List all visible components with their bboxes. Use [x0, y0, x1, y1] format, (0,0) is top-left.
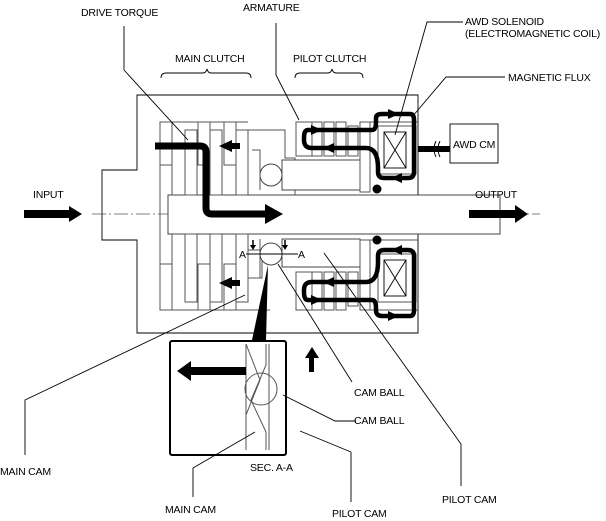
cam-ball-upper: [259, 163, 283, 187]
main-clutch-label: MAIN CLUTCH: [175, 53, 245, 65]
main-clutch-lower: [159, 233, 270, 311]
output-arrow: [469, 205, 528, 223]
main-cam-left-label: MAIN CAM: [0, 466, 51, 478]
magnetic-flux-upper: [301, 109, 417, 183]
section-caption: SEC. A-A: [250, 462, 293, 474]
main-clutch-brace: [160, 68, 252, 79]
drive-torque-arrow: [155, 142, 283, 224]
output-label: OUTPUT: [475, 189, 518, 201]
flux-arrow-icon: [323, 143, 334, 153]
main-cam-motion-arrow: [186, 367, 246, 375]
pilot-cam-upper: [281, 159, 361, 191]
section-arrow-icon: [282, 245, 288, 250]
pilot-cam-lower: [281, 238, 361, 268]
pilot-cam-motion-arrow-icon: [305, 347, 319, 358]
cam-ball-upper-leader: [277, 263, 353, 383]
magnetic-flux-leader: [411, 76, 505, 118]
flux-arrow-icon: [311, 125, 322, 135]
main-cam-left-leader: [24, 294, 246, 455]
drive-torque-label: DRIVE TORQUE: [81, 7, 158, 19]
section-callout-wedge: [252, 265, 268, 340]
pilot-cam-right-label: PILOT CAM: [442, 494, 497, 506]
awd-cm-box: [449, 123, 499, 164]
thrust-arrow-lower-icon: [219, 277, 232, 289]
pilot-clutch-label: PILOT CLUTCH: [293, 53, 366, 65]
cam-ball-lower-label: CAM BALL: [354, 415, 405, 427]
flux-arrow-icon: [311, 295, 322, 305]
seal-dot-lower: [372, 235, 382, 245]
pilot-clutch-brace: [294, 68, 364, 79]
flux-arrow-icon: [388, 109, 399, 119]
section-marker-right: A: [298, 249, 305, 261]
cam-ball-lower-leader: [282, 394, 356, 422]
flux-arrow-icon: [388, 311, 399, 321]
input-arrow: [24, 206, 82, 222]
awd-solenoid-label-line2: (ELECTROMAGNETIC COIL): [465, 28, 600, 40]
main-cam-bottom-leader: [192, 431, 256, 497]
section-marker-left: A: [239, 249, 246, 261]
harness: [418, 146, 442, 152]
housing: [101, 94, 419, 334]
pilot-cam-motion-arrow: [309, 358, 314, 372]
pilot-cam-right-leader: [323, 252, 462, 486]
section-arrow-icon: [250, 245, 256, 250]
awd-cm-label: AWD CM: [453, 139, 495, 151]
pilot-cam-bottom-leader: [299, 430, 352, 502]
solenoid-lower: [377, 253, 417, 303]
break-symbol-icon: [433, 140, 441, 158]
flux-arrow-icon: [323, 277, 334, 287]
magnetic-flux-lower: [301, 245, 417, 321]
magnetic-flux-label: MAGNETIC FLUX: [508, 72, 591, 84]
main-cam-motion-arrow-icon: [177, 361, 191, 381]
flux-arrow-icon: [391, 173, 402, 183]
thrust-arrow-upper-icon: [219, 140, 232, 152]
coil-upper-icon: [383, 131, 407, 169]
input-label: INPUT: [33, 189, 64, 201]
armature-label: ARMATURE: [243, 2, 300, 14]
seal-dot-upper: [372, 184, 382, 194]
drive-torque-leader: [123, 26, 189, 141]
awd-solenoid-label-line1: AWD SOLENOID: [465, 16, 545, 28]
armature-leader: [275, 23, 300, 121]
flux-arrow-icon: [391, 245, 402, 255]
solenoid-upper: [377, 125, 417, 175]
main-cam-bottom-label: MAIN CAM: [165, 504, 216, 516]
cam-ball-upper-label: CAM BALL: [354, 387, 405, 399]
coil-lower-icon: [383, 259, 407, 297]
awd-solenoid-leader: [394, 21, 463, 136]
section-a-a-view: [169, 340, 287, 456]
pilot-cam-bottom-label: PILOT CAM: [332, 508, 387, 520]
